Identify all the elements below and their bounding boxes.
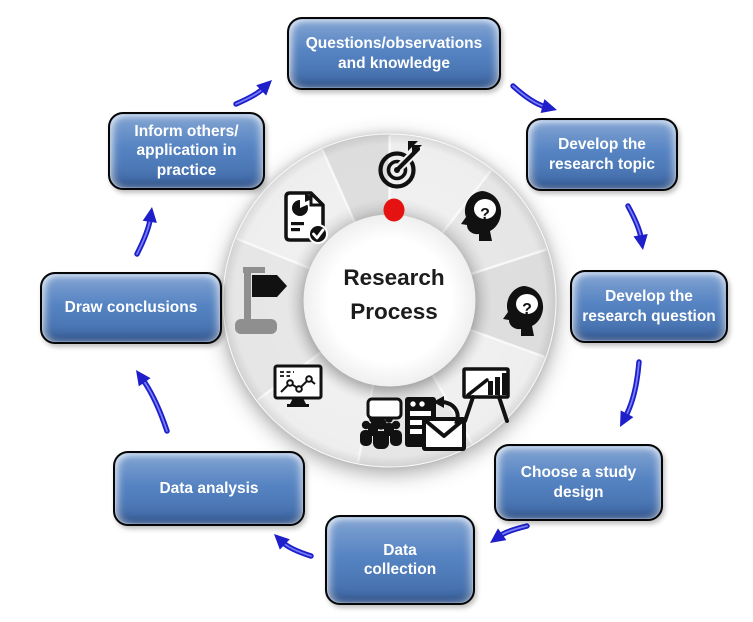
diagram-title: Research Process [343,265,445,324]
step-box-data-analysis: Data analysis [113,451,305,526]
step-box-questions-observations: Questions/observations and knowledge [287,17,501,90]
cycle-arrows [134,80,648,559]
flow-arrow [490,523,530,543]
step-label: Questions/observations and knowledge [305,35,483,72]
flow-arrow [233,80,272,107]
flow-arrow [274,534,314,559]
step-box-inform-others: Inform others/ application in practice [108,112,265,190]
report-checklist-icon [284,191,328,244]
envelope-icon [422,417,466,451]
step-box-develop-topic: Develop the research topic [526,118,678,191]
flow-arrow [136,370,170,434]
people-group-icon [360,415,402,449]
monitor-chart-icon [273,364,323,407]
signpost-arrow-sign [252,275,287,297]
step-label: Data analysis [159,479,259,497]
flow-arrow [134,207,157,257]
signpost-icon [235,267,287,334]
step-label: Choose a study design [520,464,637,501]
speech-bubble-icon [366,397,403,429]
flow-arrow [625,203,648,250]
step-label: Develop the research question [582,288,716,325]
step-label: Draw conclusions [64,299,198,317]
flow-arrow [510,83,557,114]
step-box-choose-study-design: Choose a study design [494,444,663,521]
current-step-marker [383,198,405,222]
signpost-post [244,268,251,322]
step-label: Inform others/ application in practice [134,122,239,179]
target-dart-icon [378,141,425,189]
step-box-draw-conclusions: Draw conclusions [40,272,222,344]
step-box-develop-question: Develop the research question [570,270,728,343]
step-label: Develop the research topic [549,136,655,173]
step-box-data-collection: Data collection [325,515,475,605]
step-label: Data collection [363,541,437,578]
ring-center [303,214,476,387]
people-survey-mail-icon [360,396,466,451]
reply-arrow-icon [433,396,460,425]
signpost-base [235,319,277,334]
flow-arrow [620,359,642,427]
presentation-chart-icon [462,367,510,423]
signpost-crossbar [243,267,265,273]
